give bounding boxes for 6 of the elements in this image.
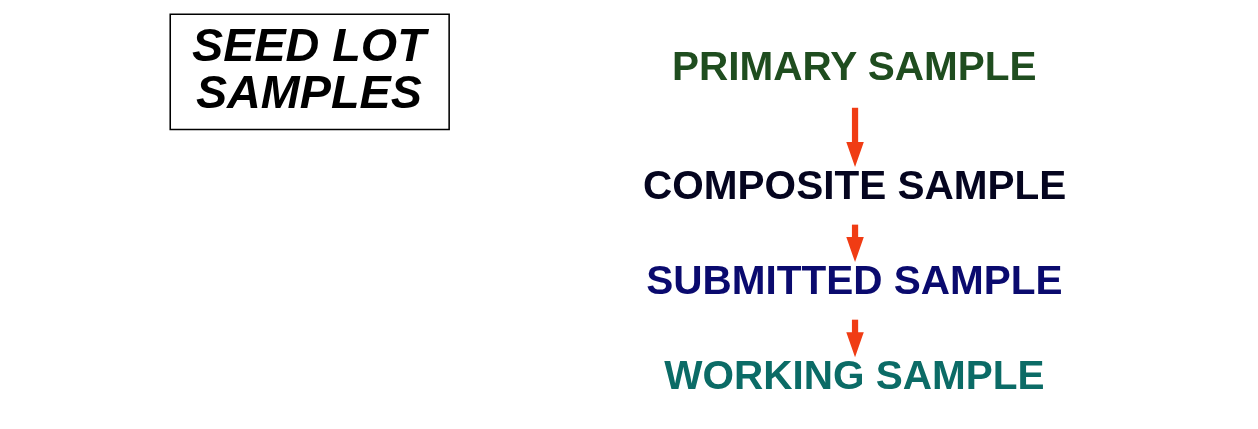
node-text: PRIMARY SAMPLE (671, 43, 1037, 90)
arrow (845, 107, 864, 168)
node-box: SEED LOT SAMPLES (168, 13, 450, 131)
node-text: WORKING SAMPLE (663, 352, 1044, 399)
node-text: COMPOSITE SAMPLE (642, 162, 1066, 209)
node-text: SUBMITTED SAMPLE (645, 257, 1063, 304)
